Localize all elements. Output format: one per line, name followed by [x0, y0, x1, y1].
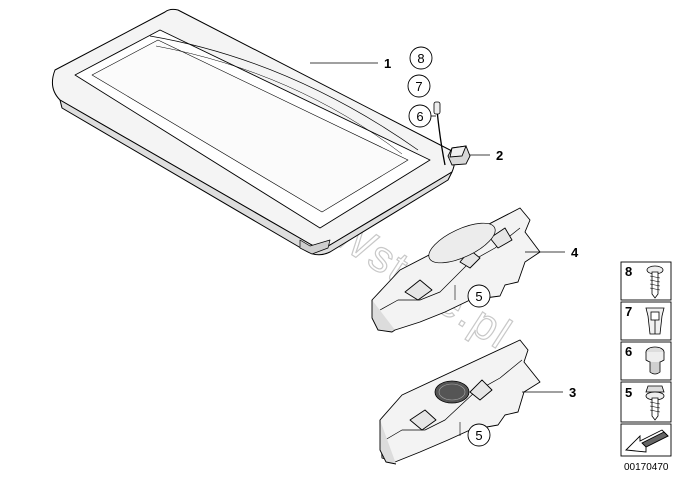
legend-number-6: 6: [625, 344, 632, 359]
svg-text:7: 7: [415, 79, 422, 94]
reference-number: 00170470: [624, 462, 669, 473]
circle-callout-8: 8: [409, 46, 433, 70]
parcel-shelf: [51, 8, 456, 256]
callout-2: 2: [496, 148, 503, 163]
callout-1: 1: [384, 56, 391, 71]
callout-4: 4: [571, 245, 579, 260]
parts-legend: 8 7 6 5: [620, 261, 672, 473]
svg-text:8: 8: [417, 51, 424, 66]
grommet-icon: [645, 346, 665, 375]
circle-callout-5-upper: 5: [467, 284, 491, 308]
direction-arrow-icon: [625, 429, 669, 453]
svg-text:6: 6: [416, 109, 423, 124]
legend-number-8: 8: [625, 264, 632, 279]
side-panel-upper: [371, 207, 541, 333]
circle-callout-7: 7: [407, 74, 431, 98]
legend-number-7: 7: [625, 304, 632, 319]
circle-callout-6: 6: [408, 104, 432, 128]
clip-leaders: [454, 285, 461, 436]
legend-number-5: 5: [625, 385, 632, 400]
expanding-nut-icon: [645, 307, 665, 335]
screw-icon: [646, 265, 664, 299]
svg-text:5: 5: [475, 428, 482, 443]
svg-text:5: 5: [475, 289, 482, 304]
callout-3: 3: [569, 385, 576, 400]
circle-callout-5-lower: 5: [467, 423, 491, 447]
stop-button: [447, 145, 471, 166]
clip-screw-icon: [645, 385, 665, 421]
side-panel-lower: [379, 339, 541, 465]
leader-lines: [310, 62, 565, 393]
cable-strut: [433, 101, 446, 166]
